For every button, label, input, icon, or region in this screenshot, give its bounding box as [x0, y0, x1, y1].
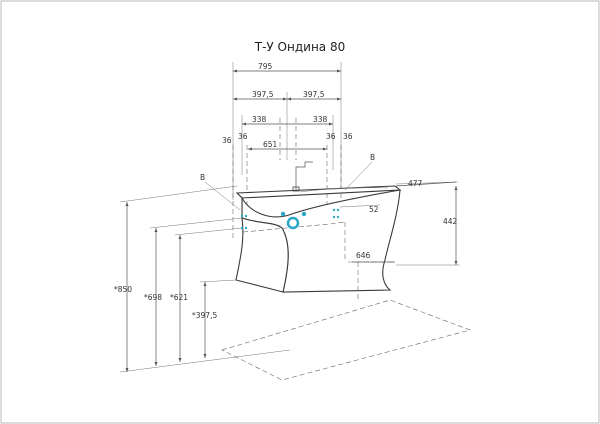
dim-442: 442 [443, 217, 458, 226]
arrow [248, 147, 252, 151]
arrow [233, 69, 237, 73]
arrow [203, 282, 207, 286]
dim-h3975: *397,5 [192, 311, 217, 320]
dim-36-c: 36 [326, 132, 336, 141]
marker-dot [244, 226, 248, 230]
label-b-right: B [370, 153, 375, 162]
arrow [337, 97, 341, 101]
marker-dot [332, 215, 336, 219]
marker-dot [332, 208, 336, 212]
floor-outline [221, 299, 471, 381]
dim-621: *621 [170, 293, 188, 302]
dim-698: *698 [144, 293, 162, 302]
label-b-left: B [200, 173, 205, 182]
leader-52 [339, 204, 381, 208]
drawing-title: Т-У Ондина 80 [254, 40, 346, 54]
dim-338-left: 338 [252, 115, 267, 124]
leader-b-left [204, 181, 241, 211]
arrow [323, 147, 327, 151]
water-connection-left [280, 211, 286, 217]
arrow [454, 261, 458, 265]
arrow [233, 97, 237, 101]
leader-b-right [344, 161, 373, 191]
dim-line-477 [395, 181, 457, 187]
arrow [125, 202, 129, 206]
ext-line-3975 [199, 279, 237, 283]
arrow [329, 122, 333, 126]
marker-dot [244, 214, 248, 218]
marker-dot [240, 214, 244, 218]
dim-36-d: 36 [343, 132, 353, 141]
drain-connection [286, 216, 300, 230]
arrow [203, 354, 207, 358]
dim-850: *850 [114, 285, 132, 294]
arrow [154, 228, 158, 232]
dim-52: 52 [369, 205, 379, 214]
marker-dot [336, 215, 340, 219]
arrow [125, 368, 129, 372]
cabinet-side [235, 192, 289, 293]
arrow [178, 358, 182, 362]
ext-line-621 [174, 227, 243, 236]
ext-line-698 [149, 217, 243, 229]
dim-651: 651 [263, 140, 278, 149]
arrow [178, 235, 182, 239]
wall-line-top [119, 185, 238, 203]
dim-646: 646 [356, 251, 371, 260]
dim-36-b: 36 [238, 132, 248, 141]
faucet-base [292, 186, 300, 192]
dim-36-a: 36 [222, 136, 232, 145]
floor-line [119, 349, 291, 373]
arrow [242, 122, 246, 126]
faucet [295, 161, 313, 190]
arrow [454, 186, 458, 190]
basin-edge [299, 187, 389, 193]
water-connection-right [301, 211, 307, 217]
arrow [287, 97, 291, 101]
arrow [337, 69, 341, 73]
dim-3975-left: 397,5 [252, 90, 274, 99]
dim-477: 477 [408, 179, 423, 188]
arrow [154, 362, 158, 366]
dim-338-right: 338 [313, 115, 328, 124]
dim-795: 795 [258, 62, 273, 71]
hidden-line-1 [242, 221, 346, 233]
marker-dot [336, 208, 340, 212]
arrow [283, 97, 287, 101]
dim-3975-right: 397,5 [303, 90, 325, 99]
